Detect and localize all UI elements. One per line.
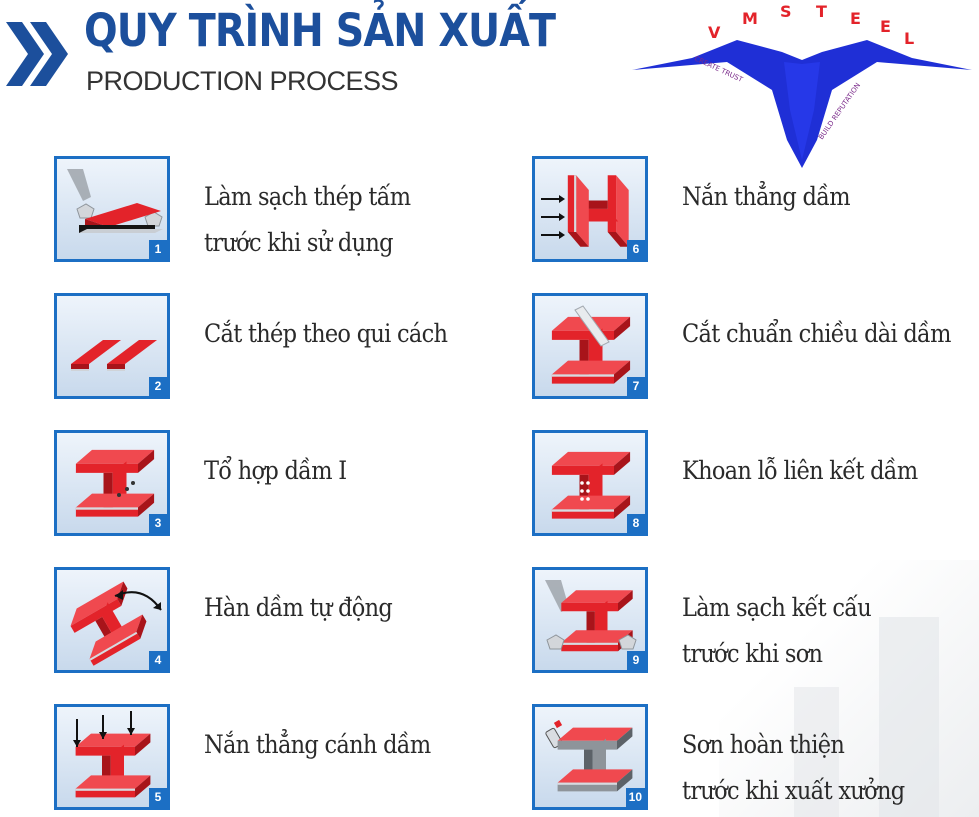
step-number-badge: 8	[627, 514, 645, 533]
background-building-decoration	[719, 560, 979, 817]
step-text-line: trước khi sơn	[682, 639, 823, 668]
process-step-6: 6 Nắn thẳng dầm	[532, 156, 972, 268]
step-description: Nắn thẳng cánh dầm	[204, 722, 465, 768]
finish-painting-icon	[545, 719, 633, 792]
svg-text:V: V	[708, 23, 721, 42]
process-step-8: 8 Khoan lỗ liên kết dầm	[532, 430, 972, 542]
step-icon-box: 7	[532, 293, 648, 399]
step-text-line: Hàn dầm tự động	[204, 593, 393, 622]
step-text-line: Sơn hoàn thiện	[682, 730, 845, 759]
page-subtitle: PRODUCTION PROCESS	[86, 66, 399, 96]
step-description: Tổ hợp dầm I	[204, 448, 465, 494]
step-text-line: Nắn thẳng cánh dầm	[204, 730, 431, 759]
step-icon-box: 2	[54, 293, 170, 399]
step-icon-box: 10	[532, 704, 648, 810]
process-step-10: 10 Sơn hoàn thiện trước khi xuất xưởng	[532, 704, 972, 816]
i-beam-assembly-icon	[75, 449, 155, 517]
step-number-badge: 2	[149, 377, 167, 396]
step-number-badge: 6	[627, 240, 645, 259]
process-step-4: 4 Hàn dầm tự động	[54, 567, 494, 679]
step-description: Cắt chuẩn chiều dài dầm	[682, 311, 951, 357]
step-description: Làm sạch kết cấu trước khi sơn	[682, 585, 943, 677]
beam-drilling-icon	[551, 451, 631, 519]
beam-length-cutting-icon	[551, 305, 631, 384]
flange-straightening-icon	[73, 711, 151, 798]
step-description: Làm sạch thép tấm trước khi sử dụng	[204, 174, 465, 266]
step-icon-box: 4	[54, 567, 170, 673]
step-number-badge: 10	[625, 788, 645, 807]
step-description: Cắt thép theo qui cách	[204, 311, 465, 357]
step-text-line: Cắt chuẩn chiều dài dầm	[682, 319, 951, 348]
step-text-line: Làm sạch kết cấu	[682, 593, 872, 622]
step-number-badge: 3	[149, 514, 167, 533]
step-text-line: Khoan lỗ liên kết dầm	[682, 456, 918, 485]
step-number-badge: 5	[149, 788, 167, 807]
svg-text:L: L	[904, 29, 914, 48]
process-step-7: 7 Cắt chuẩn chiều dài dầm	[532, 293, 972, 405]
svg-text:E: E	[880, 17, 891, 36]
step-number-badge: 9	[627, 651, 645, 670]
step-text-line: Tổ hợp dầm I	[204, 456, 347, 485]
step-description: Khoan lỗ liên kết dầm	[682, 448, 943, 494]
step-text-line: Nắn thẳng dầm	[682, 182, 851, 211]
step-description: Hàn dầm tự động	[204, 585, 465, 631]
plate-cutting-icon	[71, 340, 157, 371]
step-icon-box: 3	[54, 430, 170, 536]
structure-cleaning-icon	[545, 580, 637, 652]
step-icon-box: 5	[54, 704, 170, 810]
process-step-5: 5 Nắn thẳng cánh dầm	[54, 704, 494, 816]
step-number-badge: 4	[149, 651, 167, 670]
step-icon-box: 9	[532, 567, 648, 673]
beam-welding-icon	[70, 581, 162, 666]
double-chevron-icon	[6, 22, 68, 86]
process-step-3: 3 Tổ hợp dầm I	[54, 430, 494, 542]
step-text-line: trước khi xuất xưởng	[682, 776, 905, 805]
step-text-line: trước khi sử dụng	[204, 228, 394, 257]
step-number-badge: 1	[149, 240, 167, 259]
svg-text:S: S	[780, 2, 792, 21]
beam-straightening-icon	[541, 175, 629, 247]
step-text-line: Làm sạch thép tấm	[204, 182, 411, 211]
step-icon-box: 8	[532, 430, 648, 536]
svg-text:M: M	[742, 9, 758, 28]
svg-text:E: E	[850, 9, 861, 28]
step-text-line: Cắt thép theo qui cách	[204, 319, 448, 348]
svg-text:T: T	[816, 2, 827, 21]
process-step-9: 9 Làm sạch kết cấu trước khi sơn	[532, 567, 972, 679]
step-description: Nắn thẳng dầm	[682, 174, 943, 220]
process-step-2: 2 Cắt thép theo qui cách	[54, 293, 494, 405]
step-number-badge: 7	[627, 377, 645, 396]
process-step-1: 1 Làm sạch thép tấm trước khi sử dụng	[54, 156, 494, 268]
page-title: QUY TRÌNH SẢN XUẤT	[84, 4, 556, 57]
step-icon-box: 1	[54, 156, 170, 262]
step-description: Sơn hoàn thiện trước khi xuất xưởng	[682, 722, 943, 814]
plate-cleaning-icon	[67, 169, 163, 233]
step-icon-box: 6	[532, 156, 648, 262]
